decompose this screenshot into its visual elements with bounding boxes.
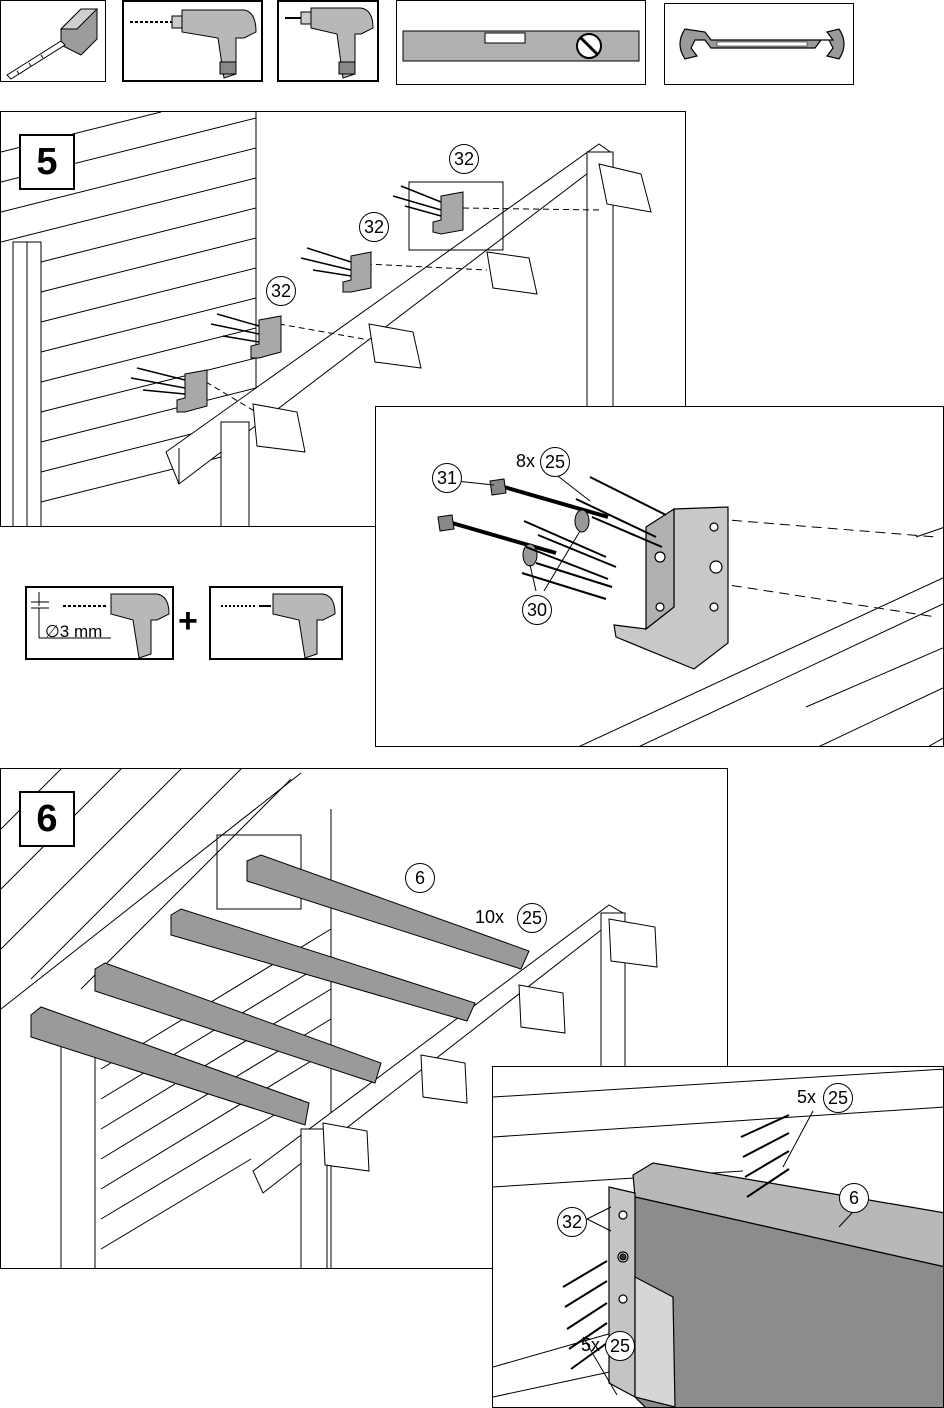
screw-panel	[209, 586, 343, 660]
step5-detail-zoom: 31 8x 25 30	[375, 406, 944, 747]
part-label-30: 30	[522, 595, 552, 625]
part-label-32: 32	[449, 144, 479, 174]
part-label-25: 25	[605, 1331, 635, 1361]
cordless-screwdriver-icon	[279, 2, 379, 82]
part-label-6: 6	[839, 1183, 869, 1213]
part-label-31: 31	[432, 463, 462, 493]
part-label-6: 6	[405, 863, 435, 893]
spirit-level-icon	[397, 1, 646, 85]
bottom-screw-quantity: 5x	[581, 1335, 600, 1356]
screw-quantity: 10x	[475, 907, 504, 928]
rafter-hanger-detail-drawing	[493, 1067, 944, 1408]
wrench-icon	[665, 4, 854, 85]
screwdriver-tool	[277, 0, 379, 82]
part-label-25: 25	[823, 1083, 853, 1113]
part-label-25: 25	[517, 903, 547, 933]
drill-tool	[122, 0, 263, 82]
step6-detail-zoom: 5x 25 32 6 5x 25	[492, 1066, 944, 1408]
part-label-25: 25	[540, 447, 570, 477]
drill-icon	[124, 2, 263, 82]
part-label-32: 32	[557, 1207, 587, 1237]
hanger-detail-drawing	[376, 407, 944, 747]
wrench-tool	[664, 3, 854, 85]
tape-measure-icon	[1, 1, 106, 82]
part-label-32: 32	[266, 276, 296, 306]
cordless-screwdriver-icon	[211, 588, 343, 660]
screw-quantity: 8x	[516, 451, 535, 472]
pre-drill-panel: ∅3 mm	[25, 586, 174, 660]
spirit-level-tool	[396, 0, 646, 85]
tape-measure-tool	[0, 0, 106, 82]
drill-diameter-label: ∅3 mm	[45, 622, 102, 642]
step-number: 6	[19, 791, 75, 847]
step-number: 5	[19, 134, 75, 190]
plus-sign: +	[178, 602, 198, 641]
part-label-32: 32	[359, 212, 389, 242]
top-screw-quantity: 5x	[797, 1087, 816, 1108]
